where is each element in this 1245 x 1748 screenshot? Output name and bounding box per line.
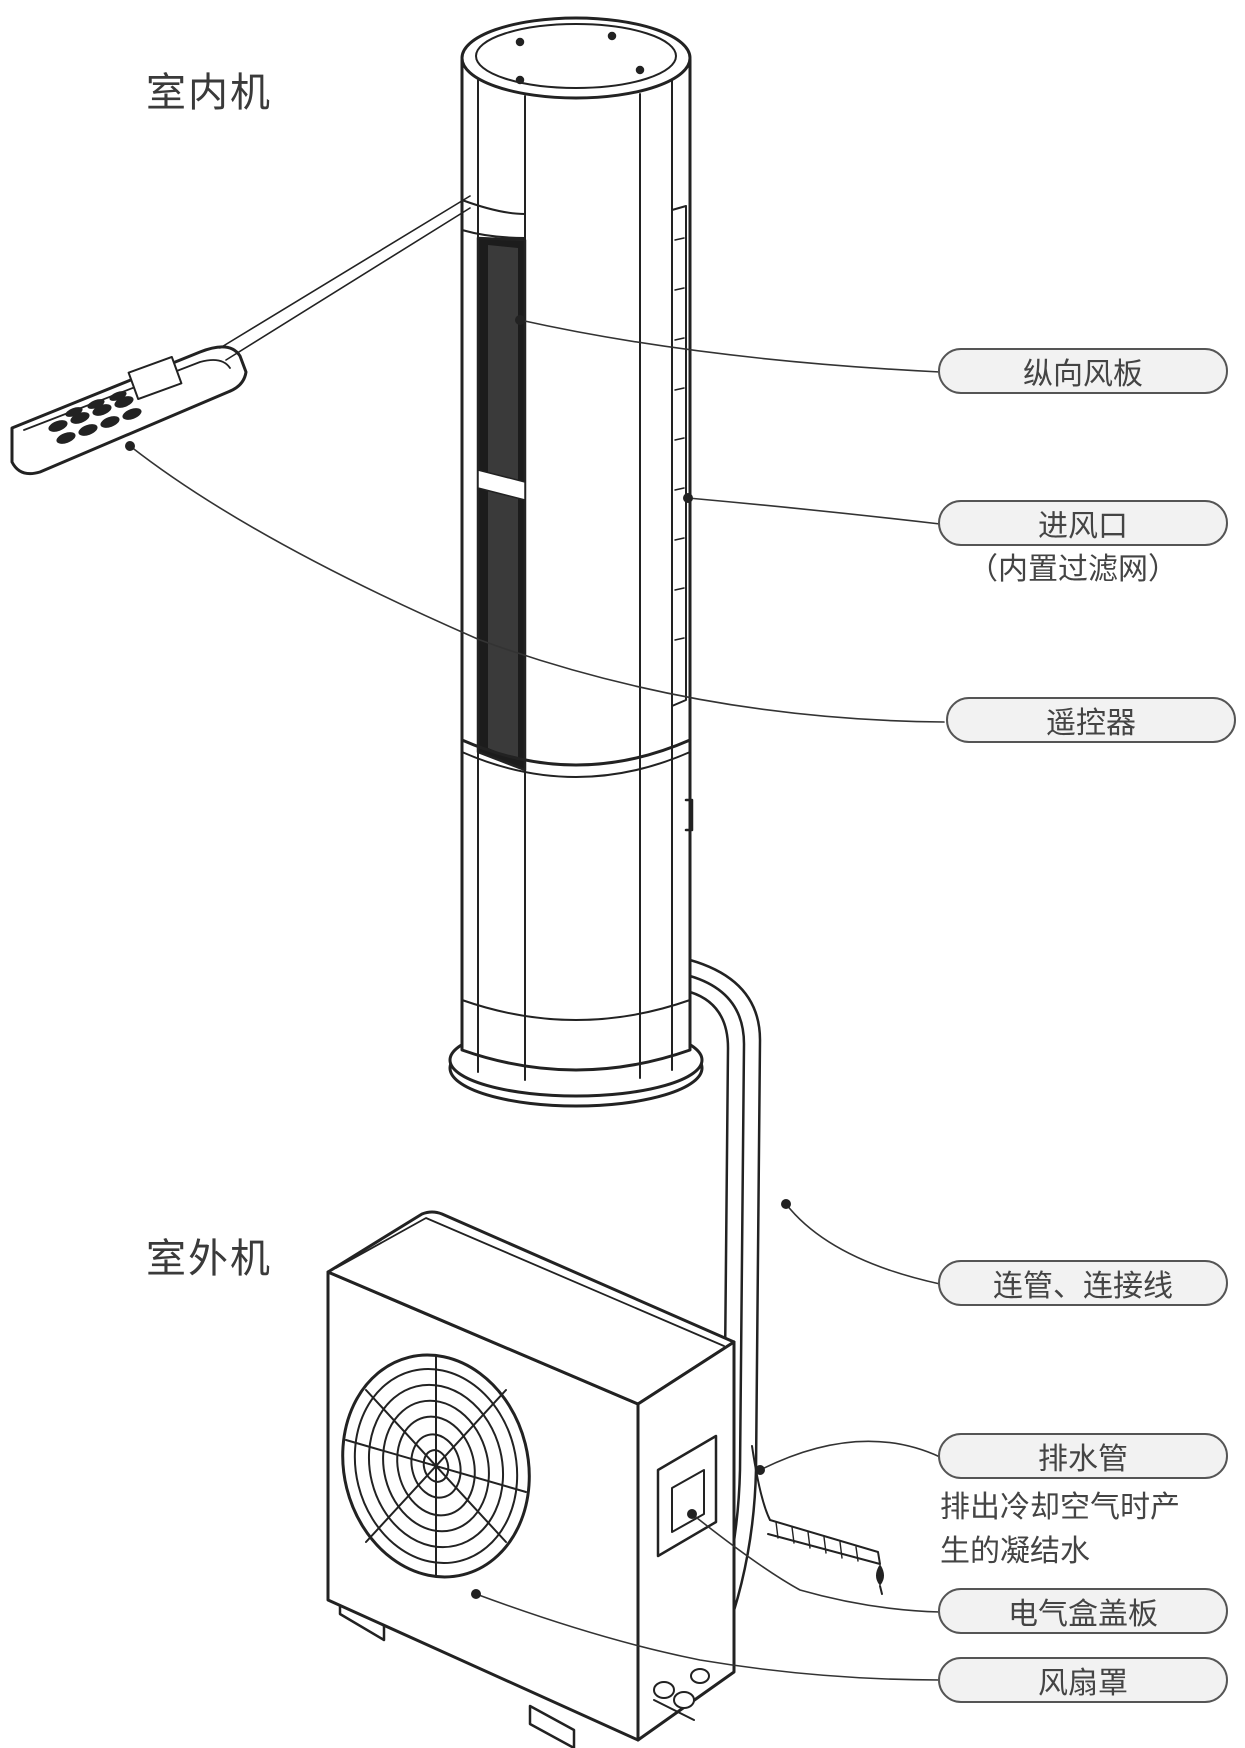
drain-hose bbox=[751, 1445, 884, 1595]
leader-dots bbox=[125, 315, 791, 1599]
label-remote: 遥控器 bbox=[946, 697, 1236, 743]
label-louver: 纵向风板 bbox=[938, 348, 1228, 394]
label-air-inlet-note: （内置过滤网） bbox=[968, 552, 1178, 587]
label-piping: 连管、连接线 bbox=[938, 1260, 1228, 1306]
outdoor-unit bbox=[326, 1210, 736, 1748]
outdoor-unit-title: 室外机 bbox=[146, 1236, 272, 1282]
remote-control bbox=[10, 195, 471, 476]
indoor-unit bbox=[448, 16, 704, 1108]
label-drain-note-2: 生的凝结水 bbox=[940, 1534, 1090, 1569]
indoor-unit-title: 室内机 bbox=[146, 70, 272, 116]
label-air-inlet: 进风口 bbox=[938, 500, 1228, 546]
label-drain-note-1: 排出冷却空气时产 bbox=[940, 1490, 1180, 1525]
label-drain-pipe: 排水管 bbox=[938, 1433, 1228, 1479]
label-fan-guard: 风扇罩 bbox=[938, 1657, 1228, 1703]
leader-lines bbox=[129, 319, 945, 1681]
fan-guard bbox=[341, 1353, 531, 1579]
label-electric-box: 电气盒盖板 bbox=[938, 1588, 1228, 1634]
